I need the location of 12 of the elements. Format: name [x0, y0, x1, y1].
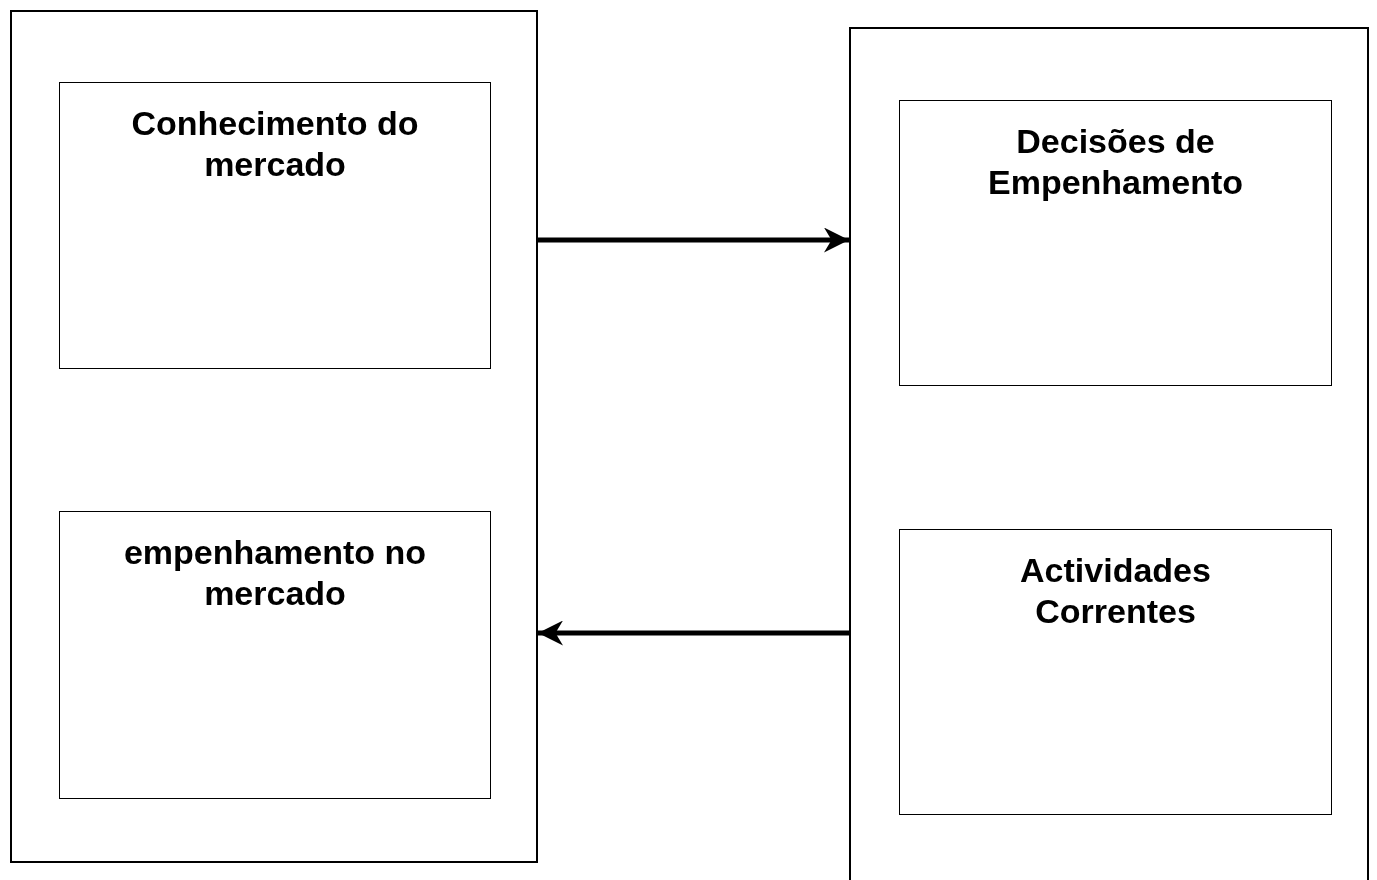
process-box: [899, 100, 1332, 386]
box-label: Actividades Correntes: [1019, 550, 1212, 632]
arrow: [538, 227, 849, 253]
box-label: Conhecimento do mercado: [130, 103, 420, 185]
process-box: [59, 82, 491, 369]
box-label: Decisões de Empenhamento: [986, 121, 1244, 203]
box-label: empenhamento no mercado: [122, 532, 428, 614]
process-box: [59, 511, 491, 799]
container-box: [10, 10, 538, 863]
container-box: [849, 27, 1369, 880]
arrow: [538, 620, 849, 646]
process-box: [899, 529, 1332, 815]
